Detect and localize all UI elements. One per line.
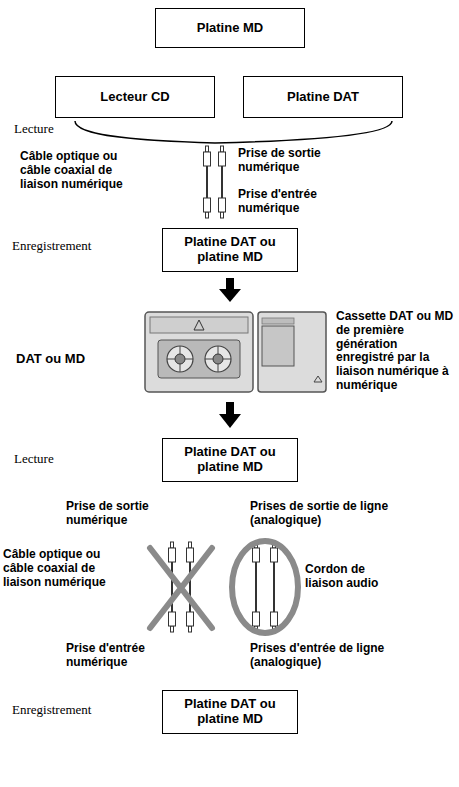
box-text: Platine MD bbox=[197, 21, 263, 36]
device-box: Platine DAT bbox=[243, 76, 403, 118]
down-arrow bbox=[219, 402, 241, 428]
stage-label: Enregistrement bbox=[12, 703, 122, 718]
callout-text: Prises de sortie de ligne (analogique) bbox=[250, 500, 400, 528]
callout-text: Cassette DAT ou MD de première génératio… bbox=[336, 310, 456, 393]
callout-text: Prise de sortie numérique bbox=[238, 147, 348, 175]
callout-text: DAT ou MD bbox=[16, 352, 126, 367]
cable bbox=[219, 146, 226, 218]
stage-label: Enregistrement bbox=[12, 239, 122, 254]
box-text: Platine DAT bbox=[287, 90, 359, 105]
device-box: Platine DAT ou platine MD bbox=[162, 438, 298, 482]
callout-text: Câble optique ou câble coaxial de liaiso… bbox=[20, 150, 150, 191]
cable bbox=[253, 542, 260, 632]
forbidden-cross bbox=[150, 548, 212, 628]
stage-label: Lecture bbox=[14, 122, 74, 137]
box-text: Lecteur CD bbox=[100, 90, 169, 105]
callout-text: Prises d'entrée de ligne (analogique) bbox=[250, 642, 400, 670]
box-text: Platine DAT ou platine MD bbox=[171, 445, 289, 475]
device-box: Platine DAT ou platine MD bbox=[162, 690, 298, 734]
callout-text: Câble optique ou câble coaxial de liaiso… bbox=[3, 548, 115, 589]
callout-text: Prise de sortie numérique bbox=[66, 500, 176, 528]
stage-label: Lecture bbox=[14, 452, 74, 467]
device-box: Platine MD bbox=[155, 8, 305, 48]
brace bbox=[75, 121, 392, 143]
box-text: Platine DAT ou platine MD bbox=[171, 235, 289, 265]
cable bbox=[187, 542, 194, 632]
device-box: Platine DAT ou platine MD bbox=[162, 228, 298, 272]
dat-cassette bbox=[145, 312, 253, 392]
device-box: Lecteur CD bbox=[55, 76, 215, 118]
callout-text: Cordon de liaison audio bbox=[305, 563, 405, 591]
down-arrow bbox=[219, 278, 241, 302]
callout-text: Prise d'entrée numérique bbox=[66, 642, 176, 670]
callout-text: Prise d'entrée numérique bbox=[238, 188, 348, 216]
cable bbox=[204, 146, 211, 218]
cable bbox=[271, 542, 278, 632]
allowed-circle bbox=[232, 541, 298, 633]
cable bbox=[169, 542, 176, 632]
box-text: Platine DAT ou platine MD bbox=[171, 697, 289, 727]
minidisc bbox=[258, 312, 326, 392]
